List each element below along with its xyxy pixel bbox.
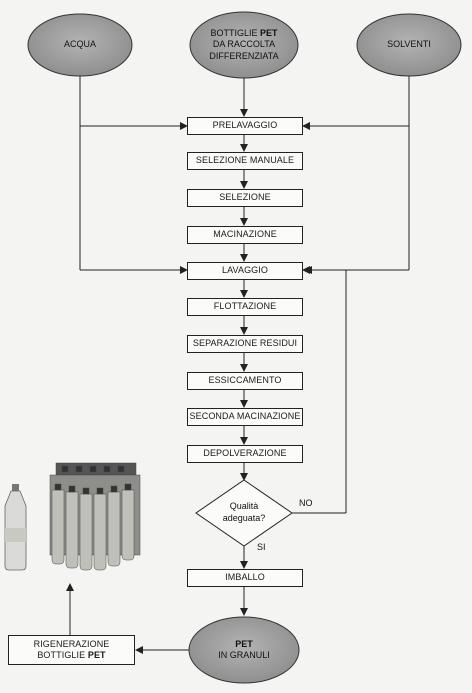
step-washing: LAVAGGIO	[187, 262, 303, 280]
solvents-label: SOLVENTI	[387, 39, 431, 50]
step-manual-selection: SELEZIONE MANUALE	[187, 152, 303, 170]
step-dedusting: DEPOLVERAZIONE	[187, 445, 303, 463]
bottle-pack-icon	[49, 462, 141, 571]
step-drying: ESSICCAMENTO	[187, 372, 303, 390]
step-residue-separation: SEPARAZIONE RESIDUI	[187, 335, 303, 353]
step-flotation: FLOTTAZIONE	[187, 298, 303, 316]
water-label: ACQUA	[63, 39, 96, 50]
pet-bottles-illustration	[4, 462, 141, 571]
decision-yes-label: SI	[257, 542, 266, 552]
step-grinding: MACINAZIONE	[187, 226, 303, 244]
decision-no-label: NO	[299, 498, 313, 508]
pet-granules-label: PET IN GRANULI	[218, 638, 270, 660]
pet-bottles-label: BOTTIGLIE PET DA RACCOLTA DIFFERENZIATA	[209, 28, 279, 61]
step-prewash: PRELAVAGGIO	[187, 117, 303, 135]
step-second-grinding: SECONDA MACINAZIONE	[187, 408, 303, 426]
bottle-regeneration-box: RIGENERAZIONE BOTTIGLIE PET	[8, 635, 135, 665]
quality-decision-diamond	[195, 479, 293, 547]
step-selection: SELEZIONE	[187, 189, 303, 207]
decision-label: Qualità adeguata?	[222, 501, 266, 523]
single-bottle-icon	[4, 484, 27, 571]
step-packaging: IMBALLO	[187, 569, 303, 587]
